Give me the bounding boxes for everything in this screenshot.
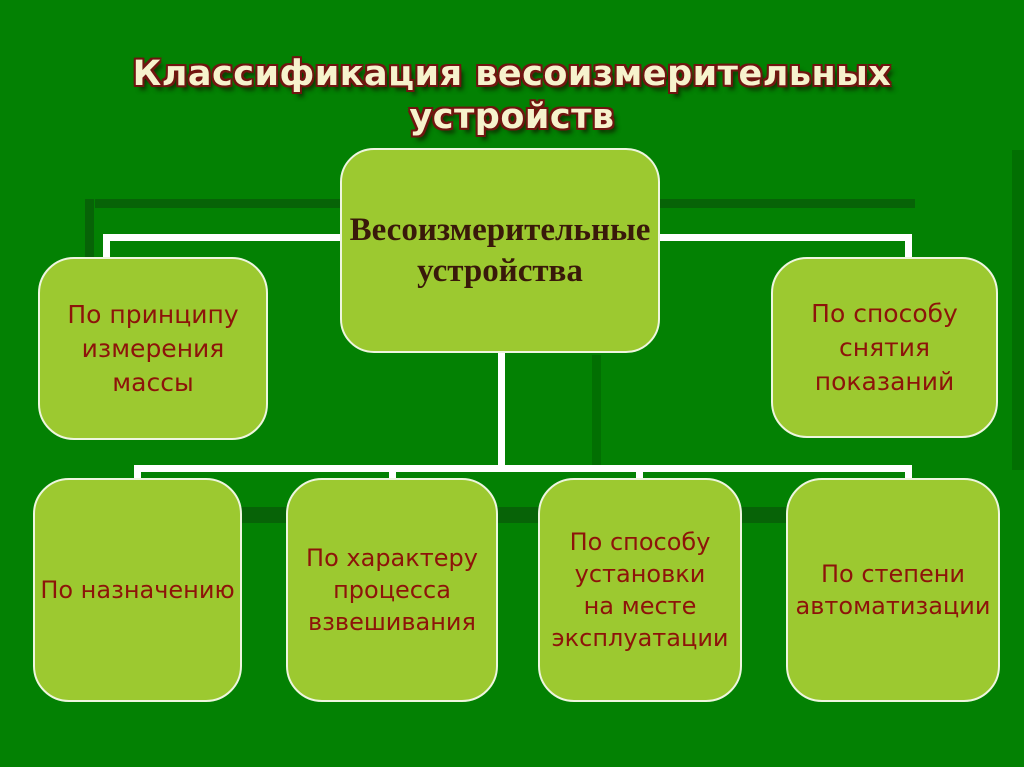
connector-stub-process: [389, 465, 396, 483]
node-automation-degree: По степени автоматизации: [786, 478, 1000, 702]
node-readout-method: По способу снятия показаний: [771, 257, 998, 438]
connector-root-vertical: [498, 350, 505, 472]
slide-title-line: устройств: [409, 97, 615, 138]
node-label-line: По степени: [820, 560, 966, 588]
background-strip-right-edge: [1012, 150, 1024, 470]
node-installation-method: По способу установки на месте эксплуатац…: [538, 478, 742, 702]
connector-left-horizontal: [103, 234, 343, 241]
node-label-line: измерения массы: [81, 333, 225, 397]
node-root-weighing-devices: Весоизмерительные устройства: [340, 148, 660, 353]
node-label-line: эксплуатации: [551, 624, 729, 652]
node-weighing-process-character: По характеру процесса взвешивания: [286, 478, 498, 702]
node-label-line: устройства: [417, 252, 583, 289]
node-label-line: автоматизации: [795, 592, 991, 620]
background-strip-center: [592, 355, 601, 465]
node-label-line: По назначению: [40, 576, 235, 604]
node-label-line: установки: [574, 560, 706, 588]
node-measurement-principle: По принципу измерения массы: [38, 257, 268, 440]
node-label-line: По способу: [569, 528, 711, 556]
node-label-line: По принципу: [67, 299, 239, 329]
slide-title: Классификация весоизмерительных устройст…: [0, 53, 1024, 139]
node-label-line: Весоизмерительные: [349, 211, 651, 248]
connector-stub-purpose: [134, 465, 141, 483]
connector-stub-installation: [636, 465, 643, 483]
background-strip-left: [85, 199, 94, 259]
node-purpose: По назначению: [33, 478, 242, 702]
node-label-line: на месте: [583, 592, 697, 620]
node-label-line: процесса: [333, 576, 451, 604]
node-label-line: снятия показаний: [814, 332, 955, 396]
node-label-line: взвешивания: [308, 608, 476, 636]
node-label-line: По способу: [811, 298, 958, 328]
connector-right-horizontal: [658, 234, 912, 241]
connector-stub-automation: [905, 465, 912, 483]
connector-bottom-horizontal: [134, 465, 912, 472]
node-label-line: По характеру: [306, 544, 478, 572]
connector-left-drop: [103, 234, 110, 262]
connector-right-drop: [905, 234, 912, 262]
slide-title-line: Классификация весоизмерительных: [132, 54, 892, 95]
